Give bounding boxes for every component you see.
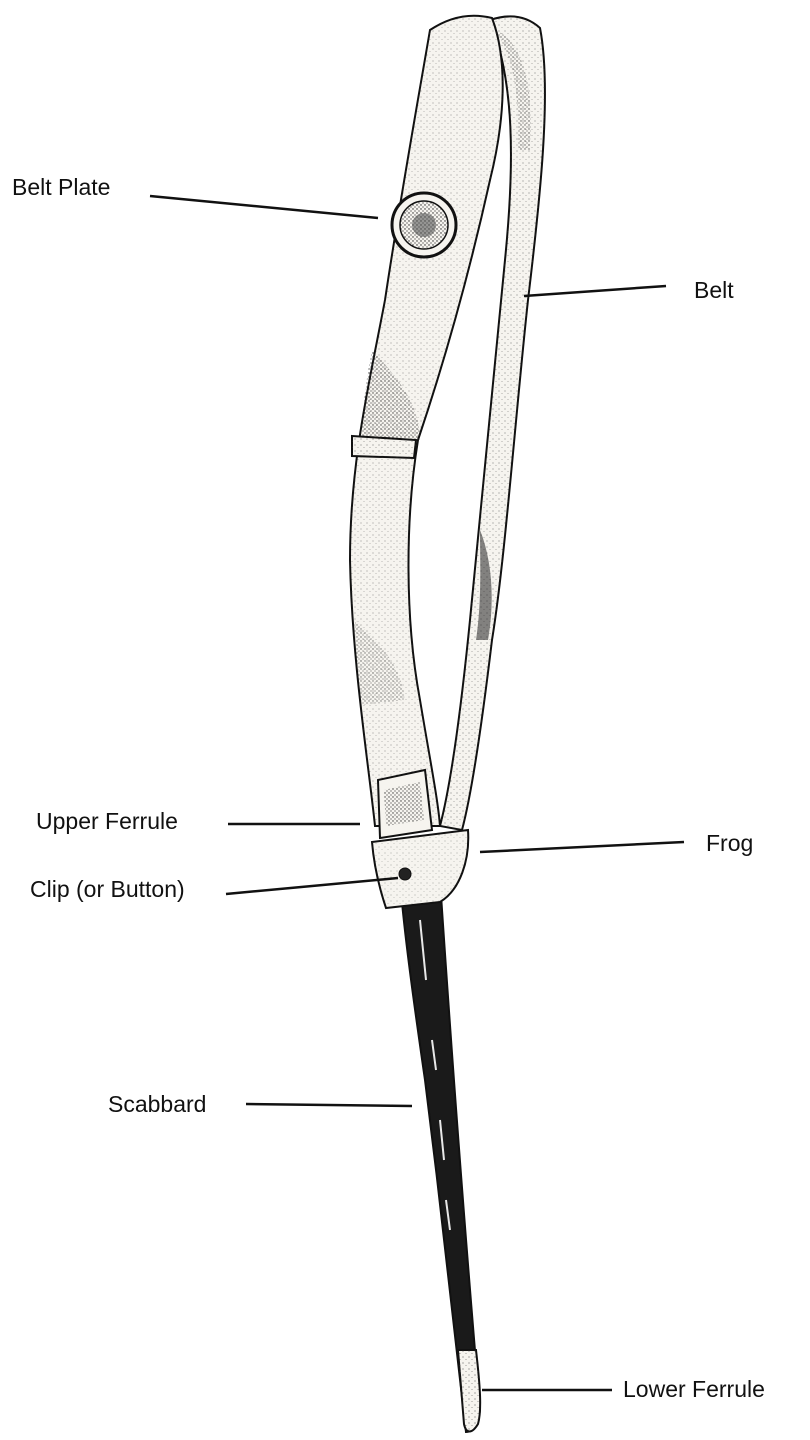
belt-keeper [352, 436, 416, 458]
lower-ferrule-label: Lower Ferrule [623, 1378, 765, 1401]
clip-button [399, 868, 411, 880]
leader-belt [524, 286, 666, 296]
belt-plate-label: Belt Plate [12, 176, 110, 199]
leader-frog [480, 842, 684, 852]
leader-scabbard [246, 1104, 412, 1106]
leader-belt-plate [150, 196, 378, 218]
scabbard-label: Scabbard [108, 1093, 206, 1116]
upper-ferrule [378, 770, 432, 838]
lower-ferrule [458, 1350, 480, 1432]
belt-plate [392, 193, 456, 257]
upper-ferrule-label: Upper Ferrule [36, 810, 178, 833]
clip-label: Clip (or Button) [30, 878, 185, 901]
frog-label: Frog [706, 832, 753, 855]
leader-clip [226, 878, 398, 894]
belt-label: Belt [694, 279, 734, 302]
frog [372, 830, 468, 908]
